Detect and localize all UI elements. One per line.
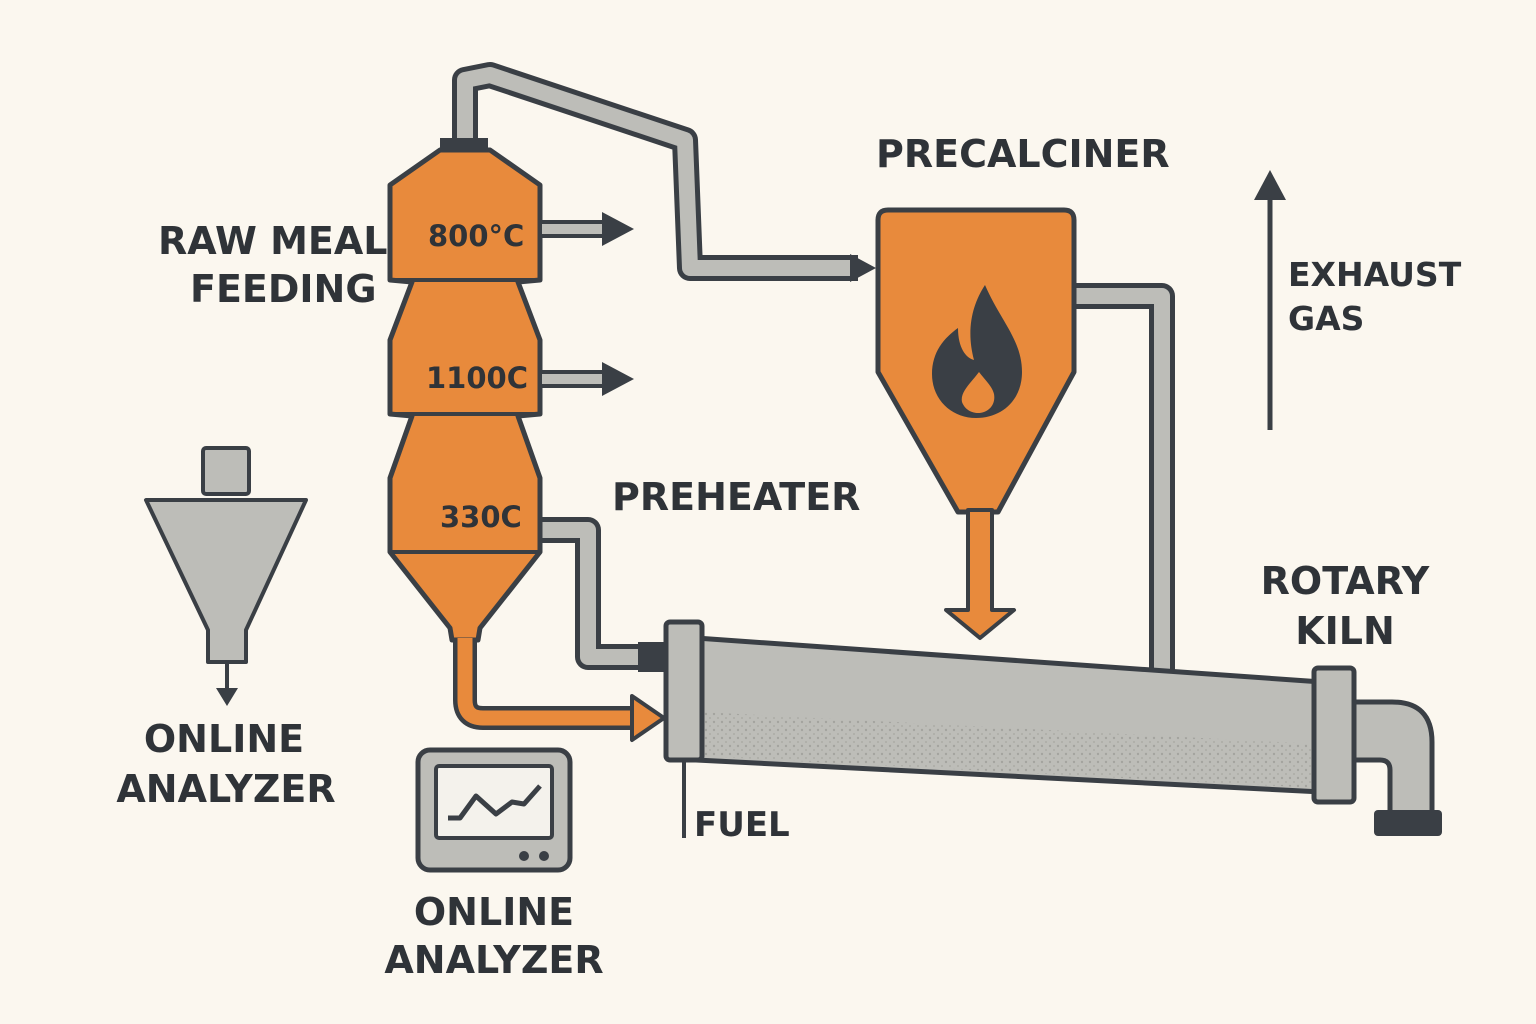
- stage1-temperature: 800°C: [428, 219, 524, 253]
- flame-icon: [932, 285, 1022, 418]
- stage3-temperature: 330C: [440, 500, 522, 534]
- precalciner-label: PRECALCINER: [876, 132, 1170, 176]
- bottom-analyzer-label-line1: ONLINE: [414, 890, 574, 934]
- fuel-label: FUEL: [694, 805, 790, 845]
- trend-chart-icon: [448, 784, 542, 821]
- kiln-inlet-ring: [663, 619, 705, 763]
- stage2-outlet-arrow: [538, 362, 634, 396]
- raw-meal-label-line2: FEEDING: [190, 267, 377, 311]
- rotary-kiln-label-line2: KILN: [1295, 609, 1395, 653]
- top-gas-duct: [452, 62, 876, 282]
- kiln-outlet-ring: [1311, 665, 1357, 805]
- rotary-kiln-label-line1: ROTARY: [1261, 559, 1430, 603]
- meal-feed-chute: [453, 638, 666, 742]
- rotary-kiln: [663, 619, 1442, 838]
- stage2-temperature: 1100C: [426, 361, 528, 395]
- raw-meal-label-line1: RAW MEAL: [158, 219, 388, 263]
- online-analyzer-monitor: [415, 747, 573, 873]
- left-analyzer-label-line2: ANALYZER: [116, 767, 335, 811]
- raw-meal-hopper: [144, 446, 308, 706]
- preheater-tower: 800°C 1100C 330C: [387, 138, 543, 643]
- kiln-discharge-elbow: [1351, 699, 1435, 817]
- kiln-discharge-outlet: [1374, 810, 1442, 836]
- bottom-analyzer-label-line2: ANALYZER: [384, 938, 603, 982]
- stage1-outlet-arrow: [538, 212, 634, 246]
- precalciner-kiln-duct: [1072, 283, 1175, 672]
- left-analyzer-label-line1: ONLINE: [144, 717, 304, 761]
- preheater-label: PREHEATER: [612, 475, 860, 519]
- stage3-kiln-duct: [540, 517, 670, 672]
- exhaust-label-line1: EXHAUST: [1288, 255, 1462, 294]
- exhaust-label-line2: GAS: [1288, 299, 1364, 338]
- precalciner: [875, 207, 1077, 640]
- exhaust-gas-arrow: [1254, 170, 1286, 430]
